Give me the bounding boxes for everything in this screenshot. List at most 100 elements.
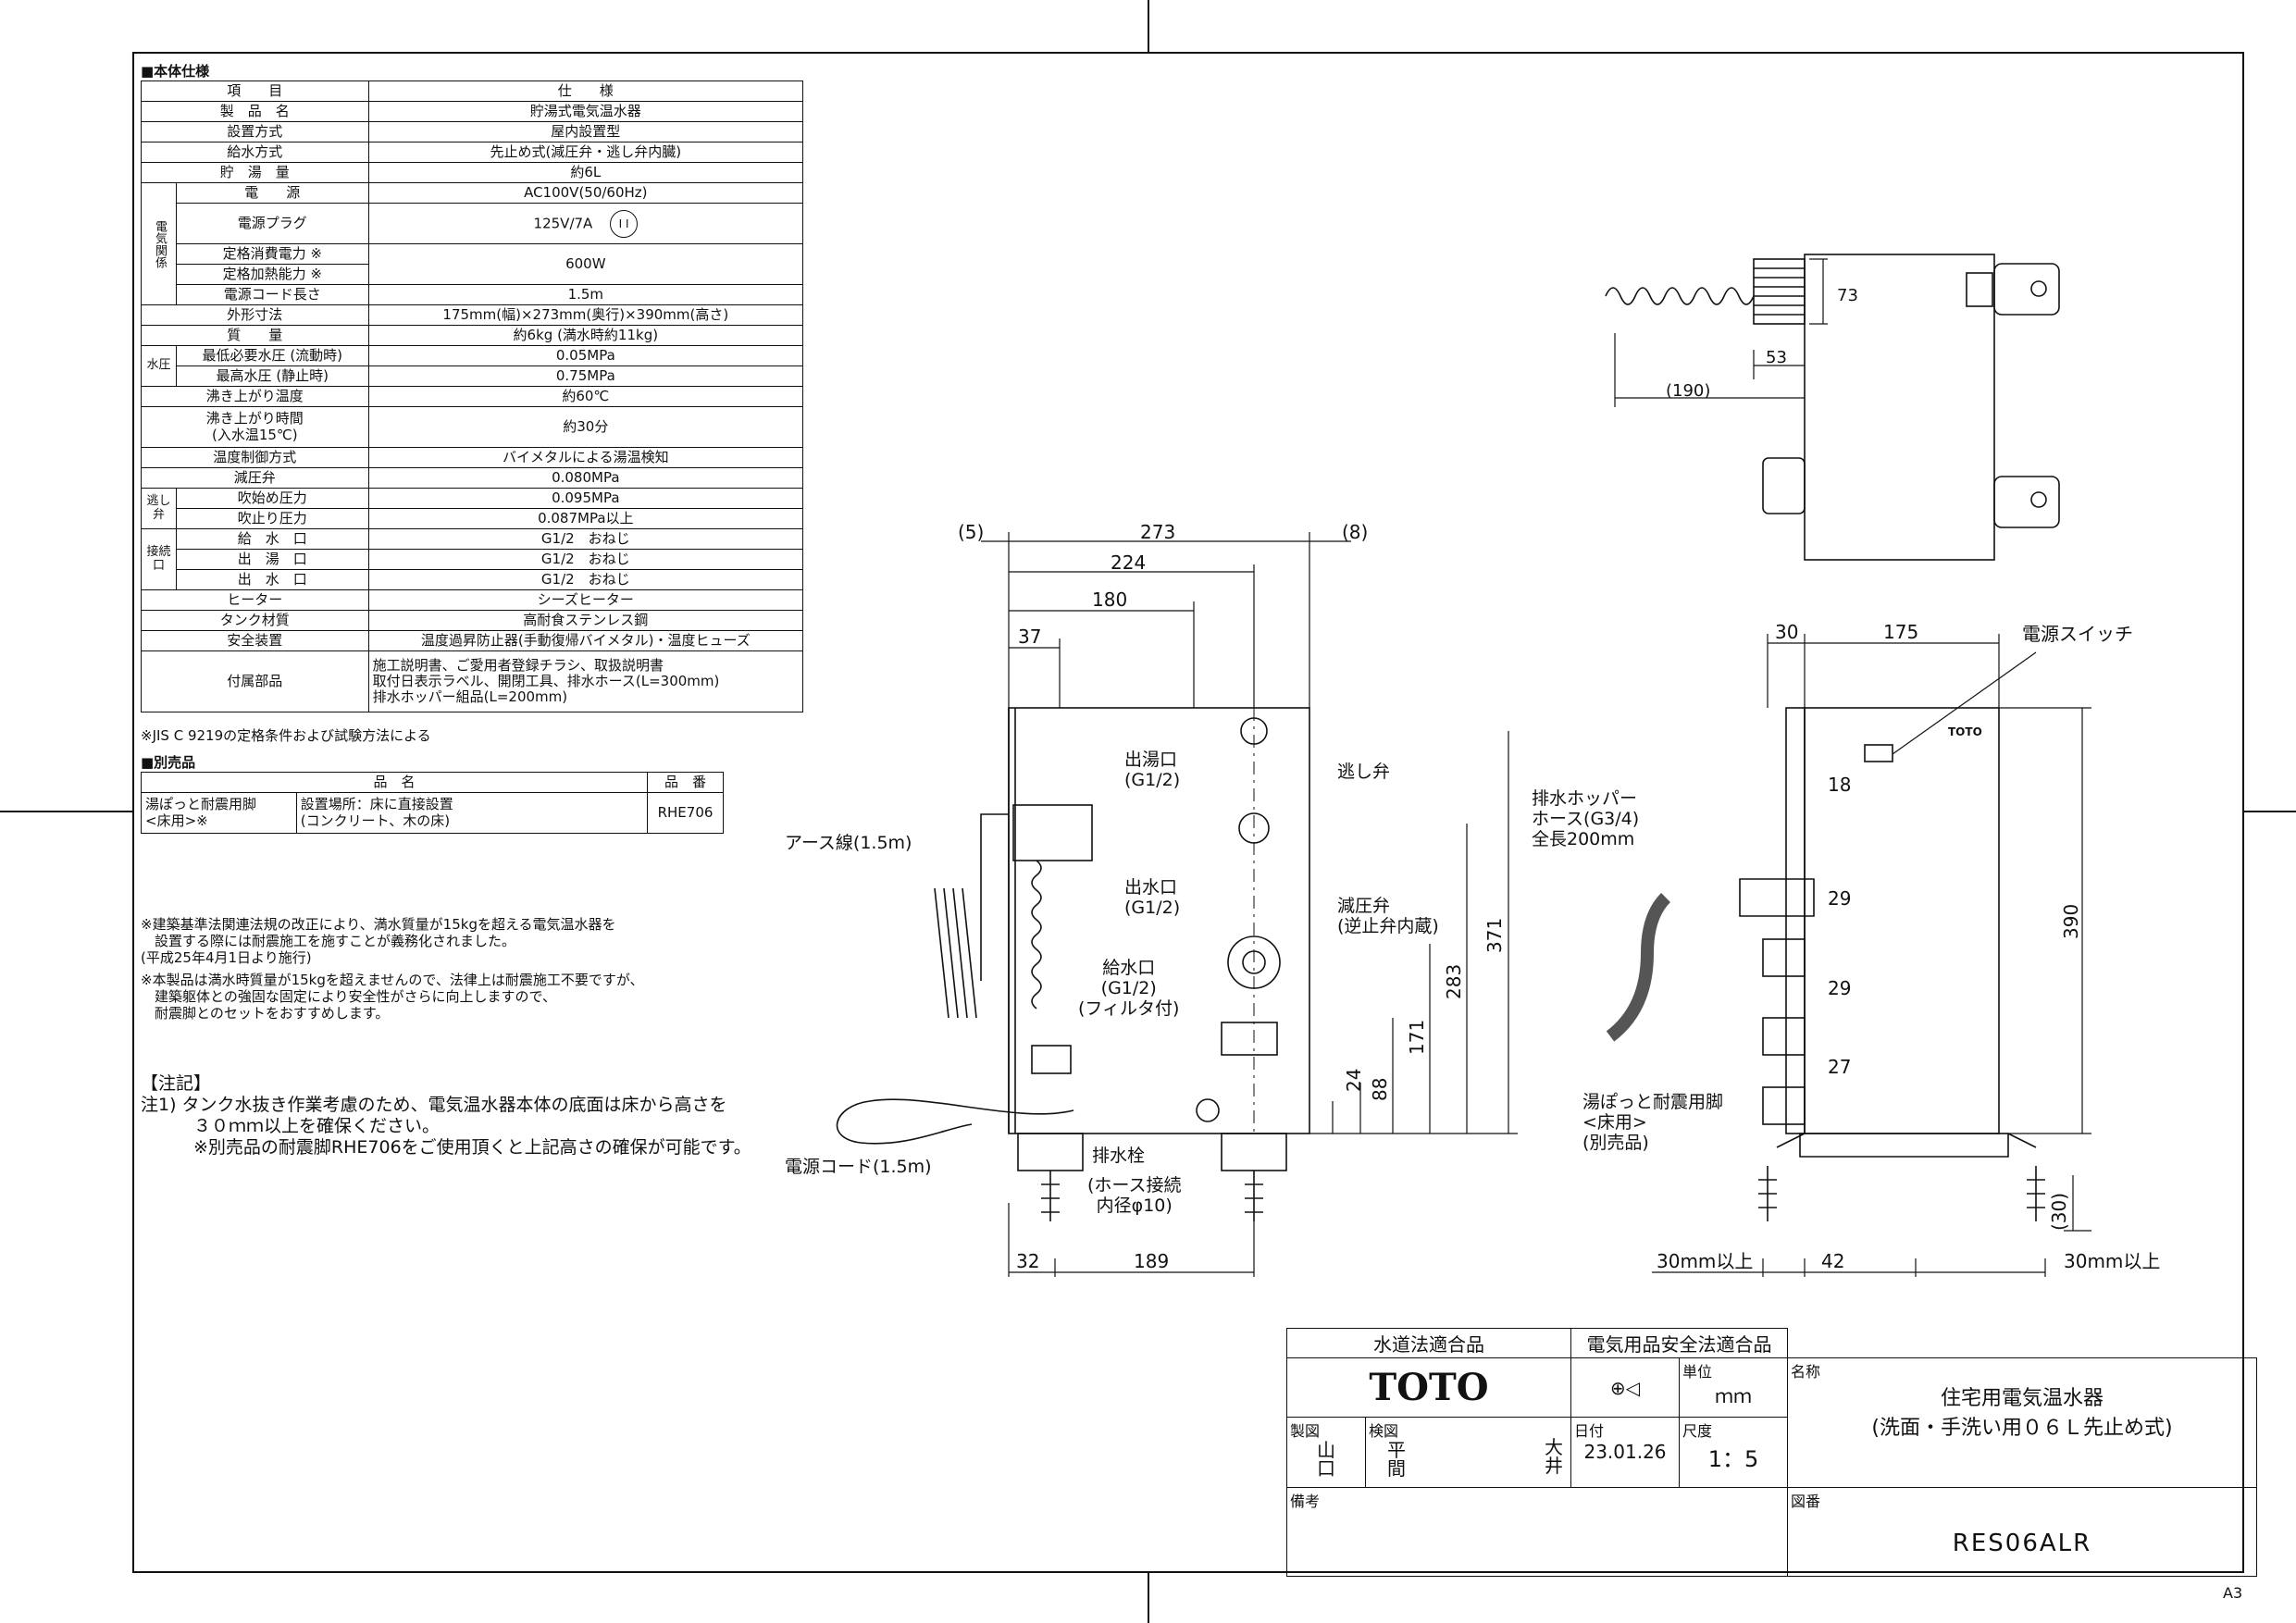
side-leg-brackets: [1776, 1133, 2037, 1148]
front-side-edge: [1008, 708, 1016, 1134]
plug-symbol-icon: I I: [610, 209, 639, 238]
label-power-cord: 電源コード(1.5m): [785, 1157, 932, 1177]
switch-leader: [1892, 651, 2037, 755]
spec-title: ■本体仕様: [141, 63, 210, 80]
plug-rating: 125V/7A: [533, 215, 593, 231]
mount-tab-upper: [1993, 263, 2060, 316]
front-dim-texts: (5) 273 (8) 224 180 37 371 283 171 88 24…: [958, 521, 1506, 1272]
drawing-no-label: 図番: [1791, 1493, 1821, 1510]
label-hopper: 排水ホッパー ホース(G3/4) 全長200mm: [1532, 788, 1640, 849]
spec-value: 約30分: [367, 406, 804, 448]
toto-logo: TOTO: [1286, 1357, 1571, 1418]
drawing-no-cell: 図番 RES06ALR: [1787, 1487, 2257, 1577]
spec-group-relief: 逃し弁: [141, 488, 177, 529]
dim-18: 18: [1828, 774, 1851, 796]
min-clearance-right: 30mm以上: [2064, 1250, 2160, 1272]
center-mark-bottom: [1148, 1573, 1149, 1623]
spec-label: ヒーター: [141, 589, 369, 611]
dim-190: (190): [1666, 381, 1710, 401]
drawing-frame: [132, 52, 2244, 1573]
min-clearance-left: 30mm以上: [1657, 1250, 1753, 1272]
dim-273: 273: [1140, 521, 1175, 543]
options-item-code: RHE706: [647, 792, 724, 834]
spec-label: 吹止り圧力: [175, 508, 369, 529]
top-bracket: [1966, 272, 1993, 307]
options-item-name: 湯ぽっと耐震用脚 <床用>※: [141, 792, 297, 834]
spec-label: 設置方式: [141, 121, 369, 142]
front-foot-right: [1221, 1133, 1287, 1171]
spec-group-pressure: 水圧: [141, 345, 177, 387]
sheet-size: A3: [2223, 1584, 2243, 1602]
power-switch[interactable]: [1864, 744, 1893, 762]
options-table: 品 名品 番 湯ぽっと耐震用脚 <床用>※設置場所：床に直接設置 (コンクリート…: [140, 772, 724, 834]
dim-175: 175: [1883, 621, 1918, 643]
spec-value: 600W: [367, 243, 804, 285]
approved-by: 大 井: [1545, 1436, 1563, 1477]
side-fitting-3: [1762, 1086, 1806, 1125]
dim-29a: 29: [1828, 887, 1851, 910]
top-view-body: [1804, 254, 1995, 561]
dim-32: 32: [1016, 1250, 1039, 1272]
unit-label: 単位: [1682, 1363, 1713, 1381]
made-by: 山 口: [1317, 1439, 1335, 1480]
dim-283: 283: [1443, 964, 1465, 999]
product-name: 住宅用電気温水器 (洗面・手洗い用０６Ｌ先止め式): [1871, 1387, 2173, 1440]
drawing-number: RES06ALR: [1952, 1530, 2092, 1557]
spec-value: 約6L: [367, 162, 804, 183]
mount-hole: [2030, 491, 2047, 508]
side-dim-lines: [1652, 634, 2091, 1277]
earth-coil: [934, 887, 977, 1019]
spec-label: 貯 湯 量: [141, 162, 369, 183]
options-title: ■別売品: [141, 754, 196, 771]
spec-label: 定格加熱能力 ※: [175, 264, 369, 285]
spec-label: 質 量: [141, 325, 369, 346]
spec-footnote: ※JIS C 9219の定格条件および試験方法による: [141, 727, 431, 744]
power-cord: [836, 1098, 1074, 1145]
spec-label: 外形寸法: [141, 304, 369, 326]
spec-label: 減圧弁: [141, 467, 369, 489]
side-dim-texts: 30 175 18 29 29 27 390 (30) 42 30mm以上 30…: [1657, 621, 2160, 1272]
remarks-cell: 備考: [1286, 1487, 1788, 1577]
remarks-label: 備考: [1290, 1493, 1321, 1510]
side-view: [1606, 707, 2045, 1221]
spec-label: 最高水圧 (静止時): [175, 365, 369, 387]
remarks-text: 注1) タンク水抜き作業考慮のため、電気温水器本体の底面は床から高さを ３０ｍｍ…: [141, 1095, 751, 1158]
center-mark-left: [0, 811, 132, 812]
name-label: 名称: [1791, 1363, 1821, 1381]
date-value: 23.01.26: [1583, 1441, 1667, 1463]
mount-hole: [2030, 280, 2047, 297]
checked-by: 平 間: [1387, 1439, 1406, 1480]
dim-390: 390: [2060, 904, 2082, 939]
dim-30: 30: [1775, 621, 1798, 643]
switch-label: 電源スイッチ: [2022, 623, 2133, 645]
spec-value: 1.5m: [367, 284, 804, 305]
spec-value: 175mm(幅)×273mm(奥行)×390mm(高さ): [367, 304, 804, 326]
scale-label: 尺度: [1682, 1422, 1713, 1440]
label-relief-valve: 逃し弁: [1337, 762, 1391, 782]
dim-371: 371: [1483, 918, 1506, 953]
cert-electric: 電気用品安全法適合品: [1570, 1328, 1788, 1358]
check-label: 検図: [1369, 1422, 1399, 1440]
front-dim-vertical: [1309, 731, 1518, 1134]
front-screw-left: [1041, 1171, 1060, 1221]
dim-224: 224: [1111, 551, 1146, 574]
top-valve: [1762, 457, 1806, 514]
dim-189: 189: [1134, 1250, 1169, 1272]
spec-table: 項 目仕 様 製 品 名貯湯式電気温水器 設置方式屋内設置型 給水方式先止め式(…: [141, 81, 804, 712]
dim-53: 53: [1766, 348, 1787, 367]
top-view-grille: [1753, 258, 1806, 325]
dim-27: 27: [1828, 1056, 1851, 1078]
spec-label: 電源プラグ: [175, 203, 369, 244]
dim-5: (5): [958, 521, 984, 543]
inlet-fitting: [1221, 1022, 1278, 1056]
center-mark-right: [2244, 811, 2296, 812]
dim-37: 37: [1018, 626, 1041, 648]
side-drain-hose: [1606, 893, 1671, 1042]
spec-label: 出 湯 口: [175, 549, 369, 570]
front-dim-horizontal: [981, 532, 1351, 708]
dim-88: 88: [1369, 1078, 1391, 1101]
